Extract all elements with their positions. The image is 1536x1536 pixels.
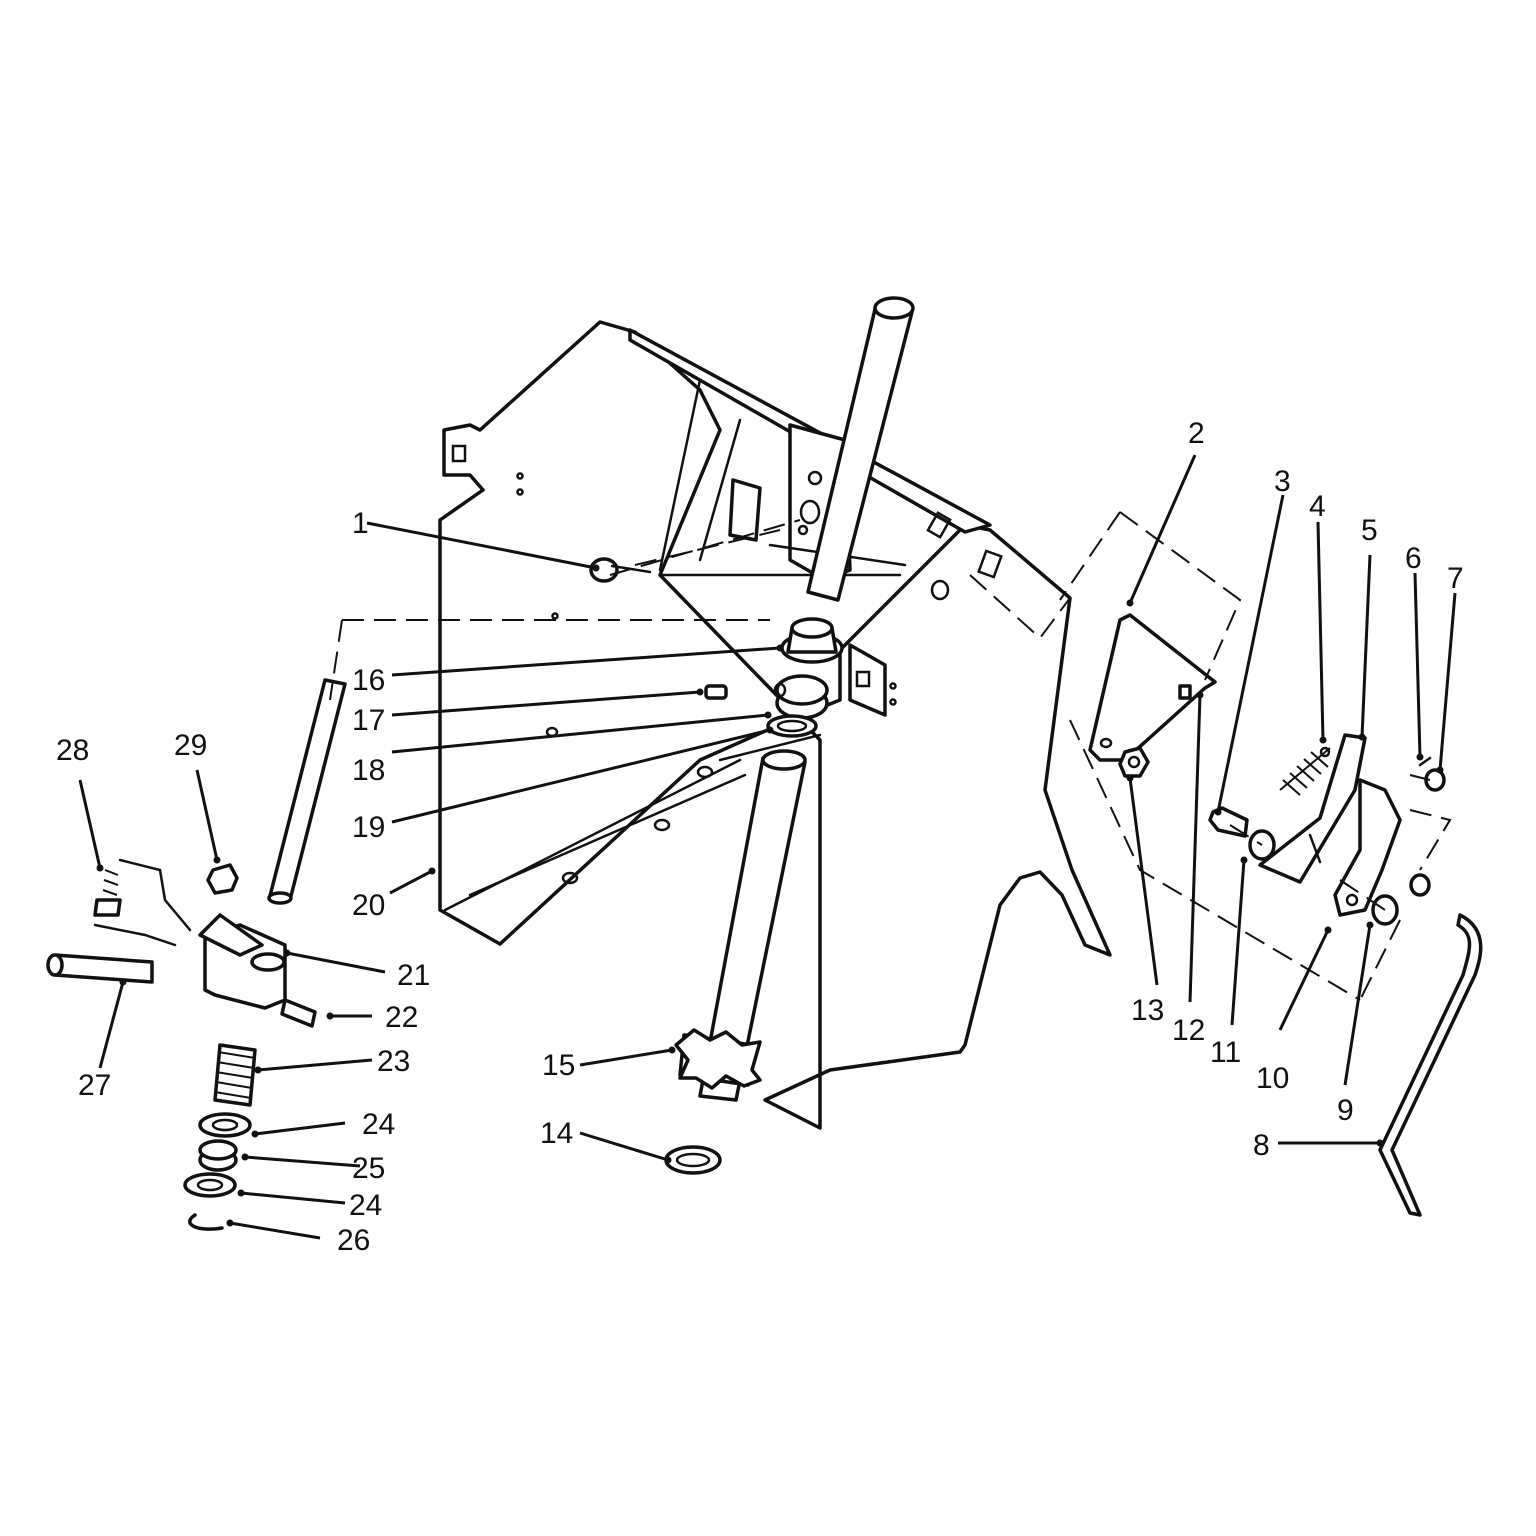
- nut: [206, 863, 239, 895]
- set-screw: [704, 684, 728, 700]
- callout-29: 29: [174, 729, 207, 762]
- callout-21: 21: [397, 959, 430, 992]
- wave-washer: [766, 714, 818, 738]
- pinion-gear: [674, 1028, 762, 1090]
- callout-14: 14: [540, 1117, 573, 1150]
- mounting-bracket: [1088, 613, 1217, 762]
- callout-4: 4: [1309, 490, 1326, 523]
- callout-23: 23: [377, 1045, 410, 1078]
- callout-3: 3: [1274, 465, 1291, 498]
- extension-spring: [1279, 746, 1331, 796]
- spacer: [198, 1139, 238, 1172]
- flat-washer-lower: [183, 1172, 237, 1198]
- bushing-sleeve: [1371, 894, 1399, 926]
- callout-7: 7: [1447, 562, 1464, 595]
- callout-26: 26: [337, 1224, 370, 1257]
- callout-11: 11: [1210, 1036, 1241, 1069]
- leader-lines: [78, 454, 1457, 1240]
- assembly-lines: [329, 511, 1452, 1001]
- callout-28: 28: [56, 734, 89, 767]
- compression-spring: [213, 1043, 257, 1107]
- snap-ring: [188, 1213, 224, 1231]
- callout-10: 10: [1256, 1062, 1289, 1095]
- control-rod: [1378, 913, 1483, 1217]
- callout-13: 13: [1131, 994, 1164, 1027]
- bushing: [780, 617, 844, 664]
- callout-16: 16: [352, 664, 385, 697]
- roll-pin: [280, 998, 317, 1028]
- callout-18: 18: [352, 754, 385, 787]
- pin: [46, 953, 154, 984]
- callout-27: 27: [78, 1069, 111, 1102]
- lower-shaft: [698, 749, 807, 1102]
- callout-17: 17: [352, 704, 385, 737]
- callout-24-upper: 24: [362, 1108, 395, 1141]
- pivot-pin: [267, 678, 347, 905]
- callout-6: 6: [1405, 542, 1422, 575]
- bracket-block: [198, 913, 287, 1010]
- callout-22: 22: [385, 1001, 418, 1034]
- collar: [773, 674, 829, 720]
- link-plate: [1333, 778, 1402, 917]
- hex-nut: [1118, 746, 1150, 778]
- lever-arm: [93, 858, 192, 947]
- callout-numbers: 1 2 3 4 5 6 7 8 9 10 11 12 13 14 15 16 1…: [56, 417, 1464, 1257]
- thrust-washer: [664, 1145, 722, 1175]
- callout-1: 1: [352, 507, 369, 540]
- callout-25: 25: [352, 1152, 385, 1185]
- small-bolt: [1178, 684, 1192, 700]
- upper-shaft: [806, 296, 915, 602]
- callout-8: 8: [1253, 1129, 1270, 1162]
- callout-9: 9: [1337, 1094, 1354, 1127]
- washer-9b: [1409, 873, 1431, 897]
- callout-24-lower: 24: [349, 1189, 382, 1222]
- callout-20: 20: [352, 889, 385, 922]
- cotter-pin: [1418, 756, 1432, 767]
- callout-15: 15: [542, 1049, 575, 1082]
- callout-12: 12: [1172, 1014, 1205, 1047]
- callout-19: 19: [352, 811, 385, 844]
- callout-2: 2: [1188, 417, 1205, 450]
- callout-5: 5: [1361, 514, 1378, 547]
- flat-washer-upper: [198, 1112, 252, 1138]
- control-arm: [1258, 733, 1367, 884]
